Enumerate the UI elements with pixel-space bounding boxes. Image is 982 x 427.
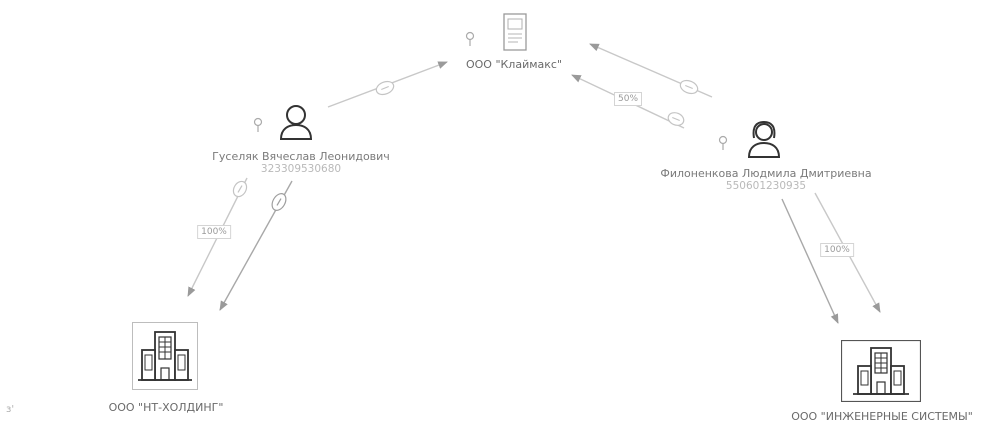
node-engsystems[interactable] xyxy=(840,339,922,403)
pin-icon xyxy=(465,31,475,46)
link-icon[interactable] xyxy=(269,191,288,213)
node-label-klimaks[interactable]: ООО "Клаймакс" xyxy=(465,58,563,71)
building-icon xyxy=(840,339,922,403)
share-badge: 100% xyxy=(197,225,231,239)
node-filonenkova[interactable] xyxy=(715,118,795,168)
building-icon xyxy=(132,322,198,390)
link-icon[interactable] xyxy=(678,78,699,96)
corner-mark: ɜ' xyxy=(6,404,15,415)
node-ntholding[interactable] xyxy=(132,322,198,390)
link-icon[interactable] xyxy=(231,179,249,199)
share-badge: 50% xyxy=(613,92,643,106)
link-icon[interactable] xyxy=(374,79,395,97)
share-badge: 100% xyxy=(820,243,854,257)
node-label-guselyak[interactable]: Гуселяк Вячеслав Леонидович xyxy=(212,150,390,163)
document-icon xyxy=(503,13,527,51)
node-inn-filonenkova: 550601230935 xyxy=(725,180,807,192)
node-klimaks[interactable] xyxy=(465,8,570,88)
node-label-engsystems[interactable]: ООО "ИНЖЕНЕРНЫЕ СИСТЕМЫ" xyxy=(791,410,973,423)
link-icon[interactable] xyxy=(666,110,685,127)
node-label-filonenkova[interactable]: Филоненкова Людмила Дмитриевна xyxy=(660,167,872,180)
edge-filonenkova-engsys-1[interactable] xyxy=(781,198,839,324)
person-icon xyxy=(279,105,313,140)
pin-icon xyxy=(253,117,263,132)
node-inn-guselyak: 323309530680 xyxy=(260,163,342,175)
node-guselyak[interactable] xyxy=(250,100,330,150)
node-label-ntholding[interactable]: ООО "НТ-ХОЛДИНГ" xyxy=(108,401,224,414)
person-icon xyxy=(747,120,781,158)
pin-icon xyxy=(718,135,728,150)
